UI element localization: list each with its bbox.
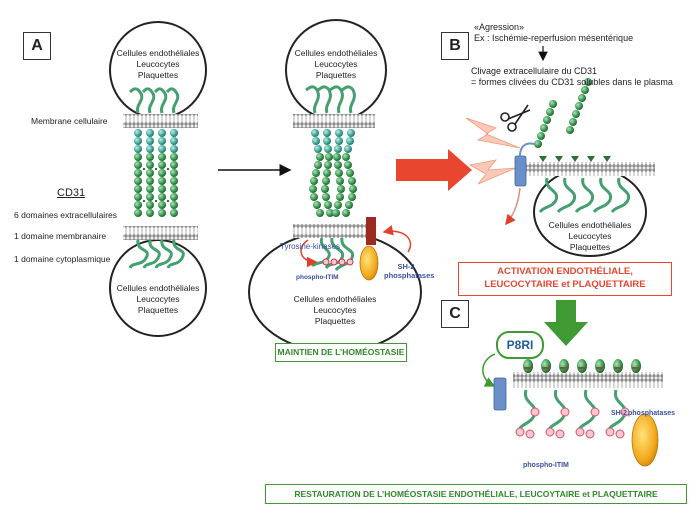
homeostasis-box: MAINTIEN DE L’HOMÉOSTASIE	[275, 343, 407, 362]
cleavage-line-1: Clivage extracellulaire du CD31	[471, 66, 598, 76]
restoration-box: RESTAURATION DE L’HOMÉOSTASIE ENDOTHÉLIA…	[265, 484, 687, 504]
cd31-chains-a	[134, 129, 178, 217]
sh2-label-c: SH-2	[611, 410, 627, 417]
kinase-block	[366, 217, 376, 245]
phospho-itim-label-c: phospho-ITIM	[523, 462, 569, 469]
panel-middle-graphics	[248, 19, 422, 353]
panel-a-graphics	[109, 21, 207, 337]
big-red-arrow	[396, 149, 472, 191]
big-green-arrow	[544, 300, 588, 346]
panel-label-b: B	[441, 32, 469, 60]
cleaved-cd31-fragments	[534, 78, 592, 148]
cleavage-line-2: = formes clivées du CD31 solubles dans l…	[471, 77, 673, 87]
sh2-phosphatase-c	[631, 413, 659, 467]
scissors-icon	[500, 104, 531, 132]
domain-extracellular: 6 domaines extracellulaires	[14, 210, 117, 220]
tyrosine-kinases-label: Tyrosine-kinases	[280, 242, 341, 251]
panel-b-graphics	[465, 46, 655, 257]
phospho-itim-c	[515, 407, 630, 439]
panel-label-c: C	[441, 300, 469, 328]
cd31-title: CD31	[57, 187, 86, 199]
lightning-bolt-2	[468, 159, 517, 185]
cd31-chains-middle	[309, 129, 357, 217]
activation-box: ACTIVATION ENDOTHÉLIALE,LEUCOCYTAIRE et …	[458, 262, 672, 296]
phosphatases-label-c: phosphatases	[628, 410, 676, 417]
receptor-c	[493, 377, 507, 411]
lightning-bolt-1	[465, 117, 521, 149]
p8ri-badge: P8RI	[496, 331, 544, 359]
sh2-phosphatase-shape	[359, 245, 379, 281]
membrane-label: Membrane cellulaire	[31, 116, 108, 126]
panel-label-a: A	[23, 32, 51, 60]
phospho-itim-label: phospho-ITIM	[296, 274, 339, 281]
panel-c-graphics	[482, 353, 663, 467]
phospho-itim-beads	[322, 258, 354, 266]
aggression-example: Ex : Ischémie-reperfusion mésentérique	[474, 33, 634, 43]
aggression-label: «Agression»	[474, 22, 525, 32]
p8ri-bound-domains	[523, 359, 641, 373]
receptor-b	[514, 155, 527, 187]
domain-cytoplasmic: 1 domaine cytoplasmique	[14, 254, 111, 264]
domain-membrane: 1 domaine membranaire	[14, 231, 107, 241]
